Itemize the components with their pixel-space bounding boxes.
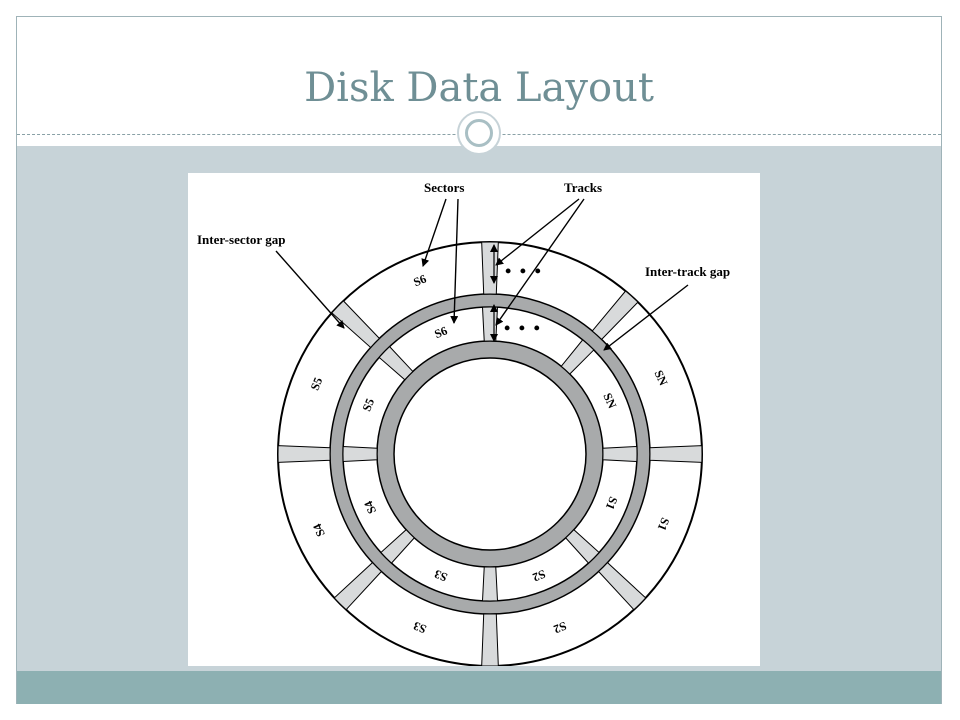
outer-sector-label: SN — [652, 368, 671, 388]
inner-sector-label: S3 — [432, 567, 449, 585]
footer-band — [17, 671, 941, 704]
outer-sector-gap — [481, 241, 499, 295]
inner-sector-gap — [602, 445, 638, 463]
outer-sector-gap — [481, 613, 499, 666]
inner-sector-gap — [481, 306, 499, 342]
sectors-arrow-inner — [450, 198, 459, 324]
outer-sector-gap — [591, 290, 639, 341]
inner-sector-label: S5 — [359, 396, 377, 413]
outer-sector-label: S5 — [308, 375, 326, 392]
inner-sector-gap — [380, 529, 415, 564]
outer-sector-gap — [597, 561, 647, 611]
circle-ornament-inner — [465, 119, 493, 147]
outer-track-ellipsis: • • • — [505, 261, 543, 281]
tracks-arrow-outer — [495, 198, 580, 266]
inter-sector-gaps — [277, 241, 703, 666]
inner-sector-label: S2 — [531, 567, 548, 585]
outer-sector-label: S4 — [310, 522, 328, 539]
inner-sector-label: S4 — [361, 499, 379, 516]
inter-sector-gap-arrow — [275, 250, 345, 329]
outer-sector-gap — [649, 445, 703, 463]
inner-sector-gap — [342, 445, 378, 463]
inner-sector-gap — [565, 529, 600, 564]
outer-sector-label: S6 — [411, 272, 428, 290]
tracks-arrow-inner — [495, 198, 585, 326]
inner-sector-gap — [560, 339, 595, 375]
inner-sector-label: S1 — [603, 495, 621, 512]
inter-sector-gap-label: Inter-sector gap — [197, 232, 285, 247]
callouts: Sectors Tracks Inter-sector gap Inter-tr… — [197, 180, 730, 351]
sectors-arrow-outer — [421, 198, 447, 267]
inner-sector-gap — [378, 345, 414, 381]
inter-track-gap-label: Inter-track gap — [645, 264, 730, 279]
sectors-label: Sectors — [424, 180, 464, 195]
outer-sector-gap — [333, 561, 383, 611]
outer-sector-gap — [277, 445, 331, 463]
inner-sector-gap — [481, 566, 499, 602]
outer-sector-label: S1 — [655, 516, 673, 533]
page-title: Disk Data Layout — [304, 65, 654, 111]
inner-sector-label: SN — [600, 391, 619, 411]
inner-sector-label: S6 — [432, 323, 449, 341]
inner-track-ellipsis: • • • — [504, 318, 542, 338]
disk-hub — [393, 357, 587, 551]
outer-sector-label: S3 — [411, 619, 428, 637]
tracks-label: Tracks — [564, 180, 602, 195]
outer-sector-gap — [331, 300, 381, 349]
inter-track-gap-arrow — [603, 284, 689, 351]
outer-sector-label: S2 — [552, 619, 569, 637]
circle-ornament-icon — [457, 111, 501, 155]
